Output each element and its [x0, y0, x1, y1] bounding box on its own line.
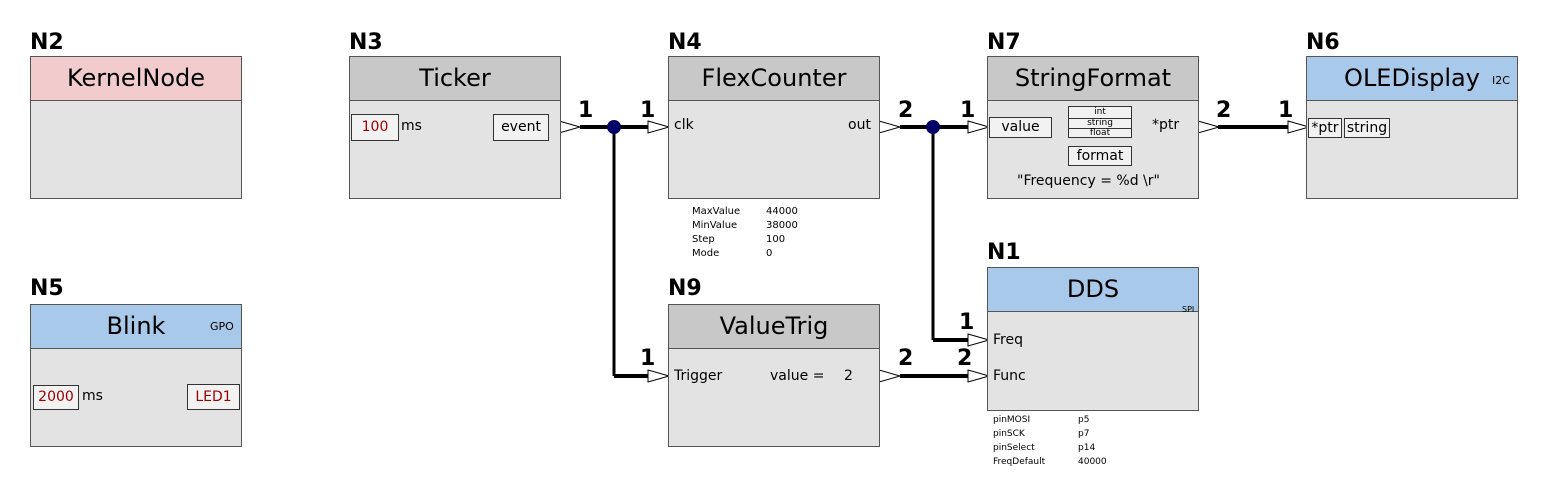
oledisplay-node[interactable]: OLEDisplay — [1306, 56, 1518, 199]
format-type-selector[interactable]: int string float — [1068, 106, 1132, 138]
blink-interval-unit: ms — [82, 388, 103, 404]
link-number: 1 — [640, 346, 656, 371]
param-value: p14 — [1078, 443, 1096, 453]
node-title: KernelNode — [31, 57, 241, 101]
bus-label: I2C — [1492, 74, 1510, 87]
counter-clk-port[interactable]: clk — [674, 117, 694, 133]
link-number: 1 — [578, 98, 594, 123]
type-option-float[interactable]: float — [1069, 128, 1131, 138]
node-tag-n6: N6 — [1306, 30, 1340, 55]
format-string: "Frequency = %d \r" — [1017, 173, 1160, 189]
junction-dot-2 — [926, 120, 940, 134]
param-name: FreqDefault — [993, 457, 1046, 467]
node-tag-n2: N2 — [30, 30, 64, 55]
trig-value[interactable]: 2 — [844, 368, 853, 384]
link-number: 1 — [960, 98, 976, 123]
node-title: DDS — [988, 268, 1198, 312]
param-value: 44000 — [766, 206, 798, 217]
bus-label: SPI — [1182, 305, 1195, 314]
port-arrow-trig-out — [878, 369, 902, 383]
param-name: pinSelect — [993, 443, 1035, 453]
param-name: Step — [692, 234, 715, 245]
display-ptr-port[interactable]: *ptr — [1308, 118, 1342, 138]
port-arrow-display-in — [1287, 120, 1311, 134]
port-arrow-format-in — [967, 120, 991, 134]
node-title: StringFormat — [988, 57, 1198, 101]
trig-value-label: value = — [770, 368, 825, 384]
node-tag-n9: N9 — [668, 276, 702, 301]
dds-func-port[interactable]: Func — [993, 368, 1026, 384]
link-number: 2 — [1216, 98, 1232, 123]
port-arrow-ticker-out — [558, 120, 582, 134]
ticker-event-port[interactable]: event — [493, 114, 549, 141]
param-name: Mode — [692, 248, 720, 259]
ticker-interval-value[interactable]: 100 — [351, 114, 399, 141]
port-arrow-func-in — [967, 369, 991, 383]
param-name: MaxValue — [692, 206, 741, 217]
node-tag-n1: N1 — [987, 240, 1021, 265]
type-option-string[interactable]: string — [1069, 118, 1131, 128]
link-number: 2 — [898, 98, 914, 123]
flexcounter-node[interactable]: FlexCounter — [668, 56, 880, 199]
link-number: 1 — [1278, 98, 1294, 123]
port-arrow-counter-in — [647, 120, 671, 134]
param-value: 0 — [766, 248, 773, 259]
display-string-port[interactable]: string — [1344, 118, 1390, 138]
blink-node[interactable]: Blink — [30, 304, 242, 447]
param-value: 100 — [766, 234, 786, 245]
node-title: Blink — [31, 305, 241, 349]
link-number: 1 — [959, 310, 975, 335]
trig-trigger-port[interactable]: Trigger — [674, 368, 723, 384]
param-name: pinSCK — [993, 429, 1025, 439]
node-tag-n3: N3 — [349, 30, 383, 55]
param-value: p5 — [1078, 415, 1090, 425]
param-value: 40000 — [1078, 457, 1107, 467]
param-value: 38000 — [766, 220, 798, 231]
node-tag-n5: N5 — [30, 276, 64, 301]
node-title: OLEDisplay — [1307, 57, 1517, 101]
param-value: p7 — [1078, 429, 1090, 439]
dds-freq-port[interactable]: Freq — [993, 332, 1023, 348]
dds-node[interactable]: DDS — [987, 267, 1199, 411]
junction-dot-1 — [607, 120, 621, 134]
port-arrow-counter-out — [878, 120, 902, 134]
link-number: 2 — [898, 346, 914, 371]
link-number: 2 — [957, 346, 973, 371]
port-arrow-trigger-in — [647, 369, 671, 383]
node-title: ValueTrig — [669, 305, 879, 349]
format-button[interactable]: format — [1068, 146, 1132, 166]
param-name: pinMOSI — [993, 415, 1031, 425]
type-option-int[interactable]: int — [1094, 107, 1106, 117]
node-title: Ticker — [350, 57, 560, 101]
node-tag-n4: N4 — [668, 30, 702, 55]
ticker-interval-unit: ms — [401, 118, 422, 134]
format-value-port[interactable]: value — [989, 117, 1052, 138]
node-tag-n7: N7 — [987, 30, 1021, 55]
blink-interval-value[interactable]: 2000 — [33, 385, 79, 410]
bus-label: GPO — [210, 320, 234, 333]
blink-led-output[interactable]: LED1 — [187, 384, 240, 410]
param-name: MinValue — [692, 220, 738, 231]
format-ptr-port[interactable]: *ptr — [1152, 117, 1180, 133]
kernel-node[interactable]: KernelNode — [30, 56, 242, 199]
link-number: 1 — [640, 98, 656, 123]
port-arrow-freq-in — [967, 333, 991, 347]
counter-out-port[interactable]: out — [848, 117, 871, 133]
node-title: FlexCounter — [669, 57, 879, 101]
valuetrig-node[interactable]: ValueTrig — [668, 304, 880, 447]
